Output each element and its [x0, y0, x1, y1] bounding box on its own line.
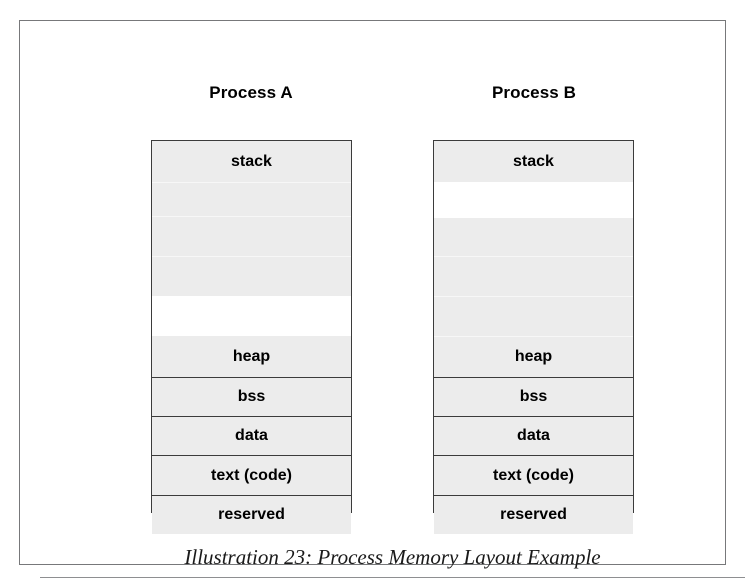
- memory-segment-bss: bss: [434, 377, 633, 416]
- memory-segment-data: data: [152, 416, 351, 455]
- memory-segment-label: text (code): [211, 466, 292, 484]
- memory-segment-label: heap: [514, 348, 553, 365]
- memory-segment-text-code: text (code): [152, 455, 351, 495]
- caption-rule: [40, 577, 745, 578]
- memory-segment-reserved: reserved: [152, 495, 351, 534]
- memory-layout-process-a: stack heap bss data text (code) reserved: [151, 140, 352, 534]
- memory-segment-band: [152, 256, 351, 296]
- memory-segment-band: [434, 256, 633, 296]
- memory-segment-reserved: reserved: [434, 495, 633, 534]
- figure-caption: Illustration 23: Process Memory Layout E…: [184, 545, 601, 569]
- memory-segment-unmapped-gap: [434, 182, 633, 218]
- memory-segment-label: stack: [513, 152, 554, 170]
- memory-segment-stack: stack: [434, 141, 633, 182]
- memory-segment-label: bss: [237, 388, 266, 405]
- memory-segment-label: bss: [519, 388, 548, 405]
- memory-segment-band: [152, 182, 351, 216]
- memory-segment-band: [434, 218, 633, 256]
- memory-segment-unmapped-gap: [152, 296, 351, 336]
- memory-segment-label: stack: [231, 152, 272, 170]
- memory-segment-stack: stack: [152, 141, 351, 182]
- memory-segment-band: [152, 216, 351, 256]
- memory-segment-heap: heap: [434, 336, 633, 377]
- figure-frame: Process A Process B stack heap bss data text…: [19, 20, 745, 578]
- memory-segment-label: reserved: [500, 506, 567, 523]
- memory-segment-label: heap: [232, 347, 271, 365]
- memory-segment-label: data: [517, 427, 550, 444]
- memory-segment-label: text (code): [493, 466, 574, 484]
- memory-layout-process-b: stack heap bss data text (code) reserved: [433, 140, 634, 534]
- memory-segment-text-code: text (code): [434, 455, 633, 495]
- memory-segment-band: [434, 296, 633, 336]
- column-header-process-b: Process B: [491, 83, 577, 102]
- column-header-process-a: Process A: [209, 83, 293, 102]
- memory-segment-data: data: [434, 416, 633, 455]
- memory-segment-bss: bss: [152, 377, 351, 416]
- memory-segment-label: data: [235, 427, 268, 444]
- memory-segment-label: reserved: [218, 506, 285, 523]
- memory-segment-heap: heap: [152, 336, 351, 377]
